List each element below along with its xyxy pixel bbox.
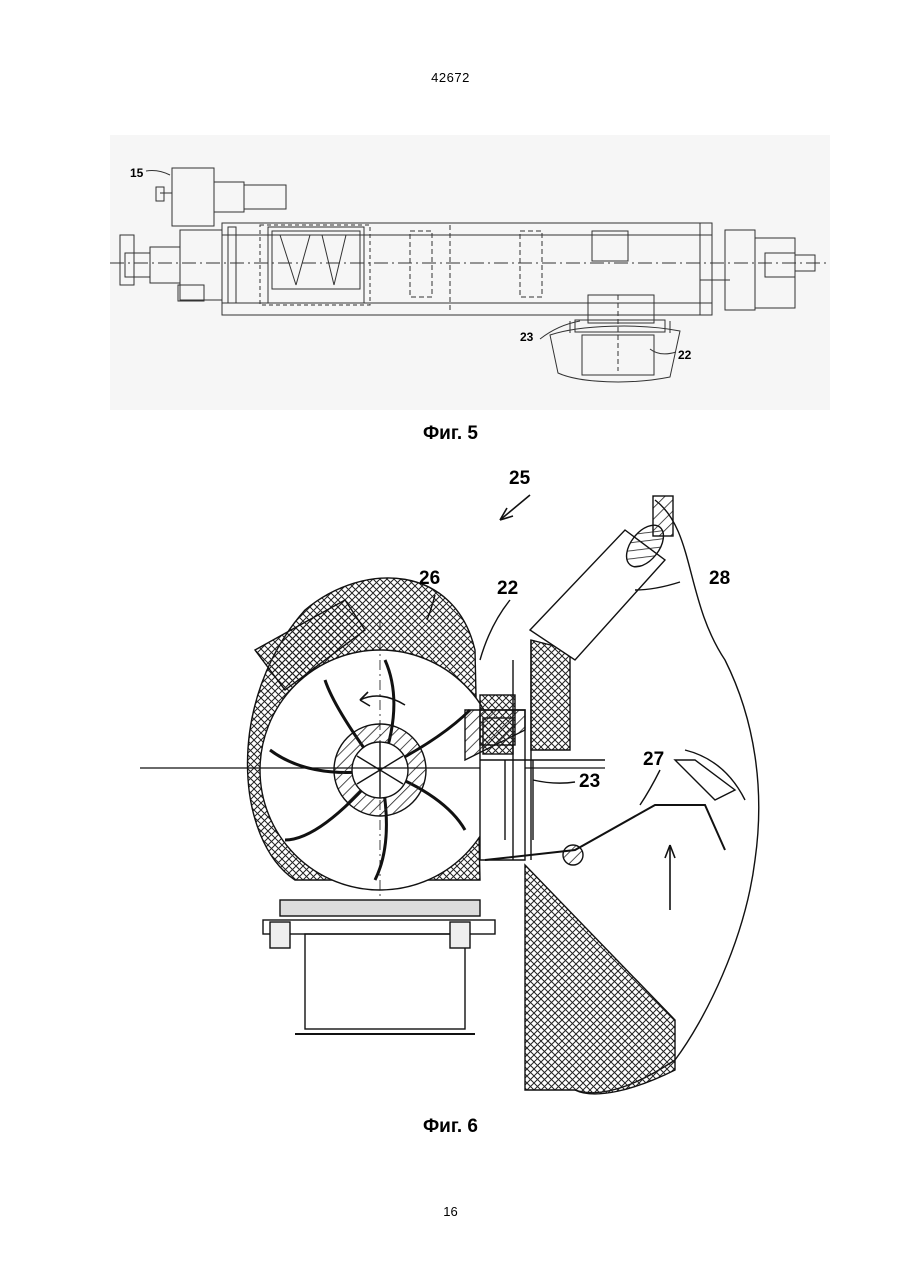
figure-5-caption: Фиг. 5 bbox=[0, 423, 901, 445]
fig6-label-22: 22 bbox=[497, 578, 518, 599]
figure-6-svg: 25 26 22 28 23 27 bbox=[135, 460, 775, 1100]
fig6-label-28: 28 bbox=[709, 568, 730, 589]
fig6-label-26: 26 bbox=[419, 568, 440, 589]
fig5-label-23: 23 bbox=[520, 330, 534, 344]
figure-5-drawing: 15 23 22 bbox=[110, 135, 830, 410]
fig5-label-22: 22 bbox=[678, 348, 692, 362]
fig5-label-15: 15 bbox=[130, 166, 144, 180]
fig6-label-25: 25 bbox=[509, 468, 531, 489]
figure-6-caption: Фиг. 6 bbox=[0, 1116, 901, 1138]
document-number: 42672 bbox=[0, 70, 901, 85]
figure-5-svg: 15 23 22 bbox=[110, 135, 830, 410]
figure-6-drawing: 25 26 22 28 23 27 bbox=[135, 460, 775, 1100]
page-number: 16 bbox=[0, 1204, 901, 1219]
fig6-label-23: 23 bbox=[579, 771, 600, 792]
fig6-label-27: 27 bbox=[643, 749, 664, 770]
